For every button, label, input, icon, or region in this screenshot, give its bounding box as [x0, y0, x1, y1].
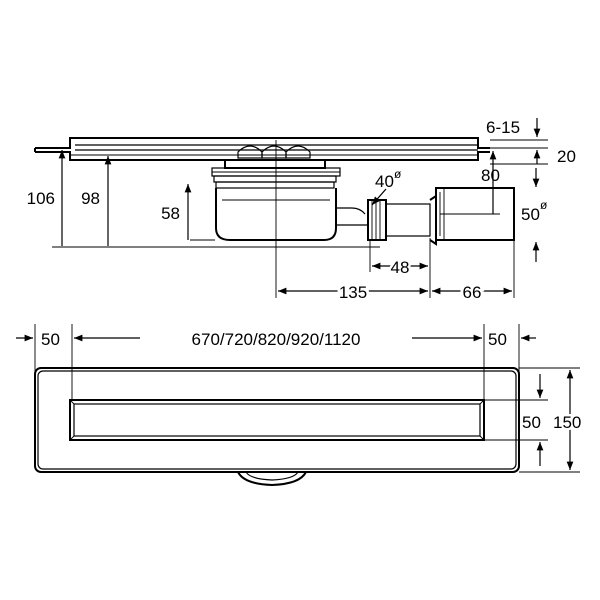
- dim-40-diameter-value: 40: [375, 172, 394, 191]
- dim-135-label: 135: [339, 283, 367, 302]
- dim-58-label: 58: [161, 204, 180, 223]
- dim-40-diameter-arrow: [371, 188, 387, 206]
- dim-50-diameter-value: 50: [521, 205, 540, 224]
- dim-length-options-label: 670/720/820/920/1120: [192, 330, 361, 349]
- dim-20-label: 20: [557, 147, 576, 166]
- drain-grate: [69, 399, 485, 441]
- grate-corner-br: [479, 435, 485, 441]
- drain-grate-inner: [73, 403, 481, 437]
- drain-plate-inner-edge: [37, 370, 517, 470]
- drain-outlet-pipe: [336, 187, 515, 246]
- dim-channel-width-label: 50: [522, 413, 541, 432]
- dim-total-width-label: 150: [553, 413, 581, 432]
- dim-40-diameter-symbol: ø: [394, 167, 402, 181]
- grate-corner-bl: [69, 435, 75, 441]
- dim-6-15-label: 6-15: [486, 118, 520, 137]
- dim-right-margin-label: 50: [488, 330, 507, 349]
- drain-plate-outline: [34, 367, 520, 473]
- drain-body-bottom: [237, 471, 307, 487]
- dim-66-label: 66: [463, 283, 482, 302]
- dim-98-label: 98: [81, 189, 100, 208]
- grate-corner-tr: [479, 399, 485, 405]
- dim-80-label: 80: [481, 166, 500, 185]
- drain-body-bottom-inner: [245, 471, 299, 481]
- dim-left-margin-label: 50: [41, 330, 60, 349]
- top-view: 50 670/720/820/920/1120 50 50 1: [16, 324, 584, 487]
- dim-50-diameter-symbol: ø: [540, 198, 548, 212]
- side-view: 106 98 58 6-15 20 80 40 ø 50 ø: [27, 118, 576, 305]
- dim-48-label: 48: [391, 258, 410, 277]
- grate-corner-tl: [69, 399, 75, 405]
- dim-106-label: 106: [27, 189, 55, 208]
